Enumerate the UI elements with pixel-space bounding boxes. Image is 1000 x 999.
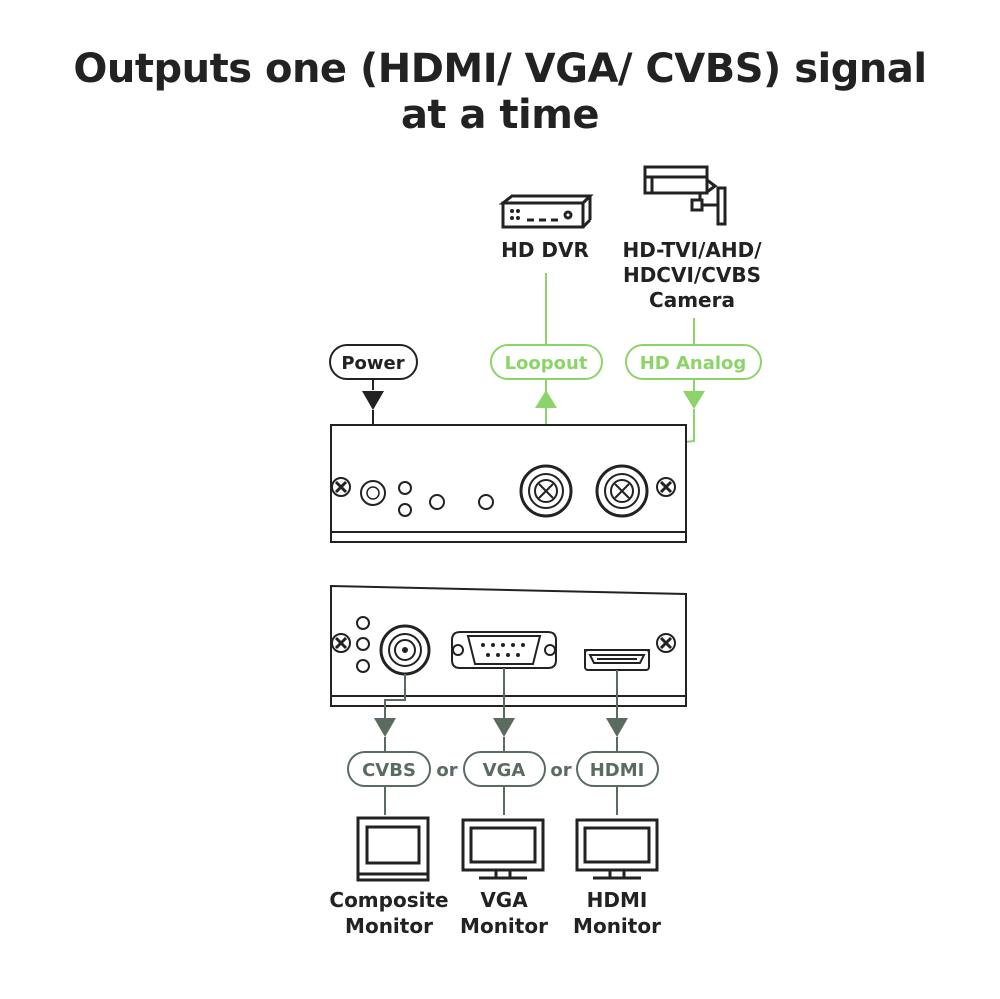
- camera-label-line-2: HDCVI/CVBS: [623, 263, 761, 287]
- screw-icon: [656, 477, 676, 497]
- cvbs-link: [374, 674, 406, 815]
- screw-icon: [656, 633, 676, 653]
- led-indicator-icon: [398, 503, 412, 517]
- title-line-1: Outputs one (HDMI/ VGA/ CVBS) signal: [73, 46, 927, 92]
- hdmi-tag: HDMI: [576, 751, 659, 787]
- cvbs-tag-label: CVBS: [362, 760, 416, 781]
- led-indicator-icon: [356, 659, 370, 673]
- hdmi-arrow-down: [606, 718, 628, 737]
- composite-monitor-icon: [356, 816, 430, 882]
- or-separator-2: or: [550, 760, 571, 781]
- cvbs-arrow-down: [374, 718, 396, 737]
- power-arrow-down: [362, 391, 384, 410]
- title-line-2: at a time: [400, 92, 600, 138]
- bnc-hd-analog-connector-icon: [595, 464, 649, 518]
- device-input-panel: [330, 424, 687, 544]
- vga-link: [493, 668, 515, 815]
- dvr-label: HD DVR: [501, 238, 589, 262]
- cctv-camera-icon: [643, 165, 727, 226]
- hdmi-monitor-label-line-2: Monitor: [573, 914, 661, 938]
- vga-monitor-label-line-2: Monitor: [460, 914, 548, 938]
- vga-tag: VGA: [463, 751, 546, 787]
- hdmi-monitor-label-line-1: HDMI: [587, 888, 648, 912]
- loopout-arrow-up: [535, 390, 557, 408]
- or-separator-1: or: [436, 760, 457, 781]
- button-hole-icon: [478, 494, 494, 510]
- loopout-tag-label: Loopout: [505, 353, 588, 374]
- hd-analog-tag-label: HD Analog: [640, 353, 747, 374]
- led-indicator-icon: [398, 481, 412, 495]
- vga-monitor-icon: [461, 818, 545, 880]
- screw-icon: [331, 477, 351, 497]
- hd-analog-arrow-down: [683, 391, 705, 409]
- hdmi-tag-label: HDMI: [590, 760, 645, 781]
- composite-monitor-label-line-1: Composite: [329, 888, 448, 912]
- screw-icon: [331, 633, 351, 653]
- cvbs-tag: CVBS: [347, 751, 431, 787]
- loopout-tag: Loopout: [490, 344, 603, 380]
- hdmi-monitor-icon: [575, 818, 659, 880]
- vga-tag-label: VGA: [483, 760, 526, 781]
- vga-port-icon: [451, 631, 557, 669]
- camera-label-line-1: HD-TVI/AHD/: [622, 238, 762, 262]
- bnc-cvbs-connector-icon: [379, 624, 431, 676]
- button-hole-icon: [429, 494, 445, 510]
- led-indicator-icon: [356, 637, 370, 651]
- composite-monitor-label-line-2: Monitor: [345, 914, 433, 938]
- camera-label-line-3: Camera: [649, 288, 735, 312]
- power-tag: Power: [329, 344, 418, 380]
- hd-analog-tag: HD Analog: [625, 344, 762, 380]
- hdmi-port-icon: [584, 649, 650, 671]
- device-output-panel: [330, 584, 687, 707]
- hdmi-link: [606, 670, 628, 815]
- dvr-recorder-icon: [498, 194, 594, 229]
- power-tag-label: Power: [341, 353, 404, 374]
- bnc-loopout-connector-icon: [519, 464, 573, 518]
- led-indicator-icon: [356, 616, 370, 630]
- vga-arrow-down: [493, 718, 515, 737]
- power-jack-icon: [360, 480, 386, 506]
- vga-monitor-label-line-1: VGA: [480, 888, 528, 912]
